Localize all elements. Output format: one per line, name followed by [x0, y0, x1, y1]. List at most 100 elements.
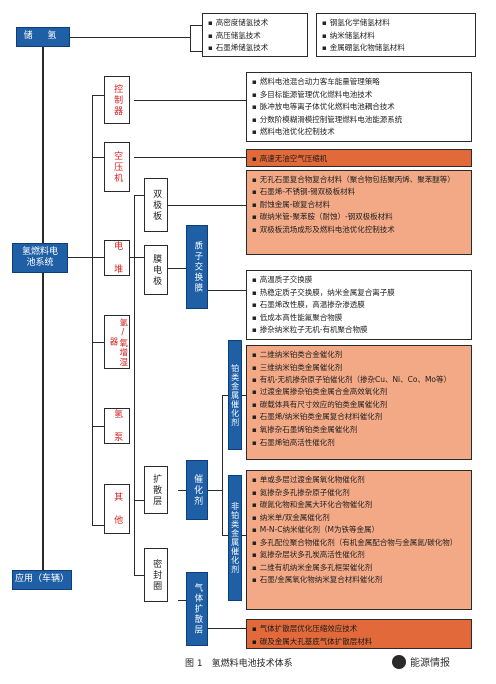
list-item: 三维纳米铂类金属催化剂	[252, 362, 466, 375]
list-item: 高温质子交换膜	[252, 274, 466, 287]
connector	[92, 95, 104, 96]
connector	[168, 268, 186, 269]
connector	[222, 395, 228, 396]
gasket-node: 密封圈	[144, 548, 168, 602]
controller-list: 燃料电池混合动力客车能量管理策略 多目标能源管理优化燃料电池技术 脉冲放电等离子…	[246, 72, 472, 142]
connector	[242, 535, 246, 536]
list-item: 低成本高性能氟聚合物膜	[252, 312, 466, 325]
connector	[134, 575, 144, 576]
list-item: 二维纳米铂类合金催化剂	[252, 349, 466, 362]
gas-diffusion-layer-list: 气体扩散层优化压缩效应技术 碳及金属大孔基底气体扩散层材料	[246, 619, 472, 649]
list-item: 氮掺杂层状多孔炭高活性催化剂	[252, 549, 466, 562]
list-item: 石墨烯/纳米铂类金属复合材料催化剂	[252, 411, 466, 424]
wechat-icon	[392, 654, 406, 669]
list-item: 燃料电池优化控制技术	[252, 126, 466, 139]
non-platinum-catalyst-list: 单或多层过渡金属氧化物催化剂 氮掺杂多孔掺杂原子催化剂 碳氮化物和金属大环化合物…	[246, 470, 472, 610]
list-item: 石墨烯储氢技术	[208, 42, 302, 55]
list-item: 纳米储氢材料	[322, 30, 470, 43]
list-item: 石墨烯铂高活性催化剂	[252, 437, 466, 450]
bipolar-plate-list: 无孔石墨复合物复合材料（聚合物包括聚丙烯、聚苯醚等） 石墨烯-不锈钢-锡双极板材…	[246, 170, 472, 255]
stack-node: 电 堆	[104, 240, 130, 276]
platinum-catalyst-node: 铂类金属催化剂	[228, 340, 242, 450]
connector	[42, 47, 44, 580]
controller-node: 控制器	[104, 76, 130, 124]
other-node: 其 他	[104, 484, 130, 534]
list-item: 单或多层过渡金属氧化物催化剂	[252, 474, 466, 487]
list-item: 氮掺杂多孔掺杂原子催化剂	[252, 487, 466, 500]
connector	[134, 500, 144, 501]
list-item: 碳纳米管-聚苯胺（耐蚀）-钢双极板材料	[252, 211, 466, 224]
compressor-node: 空压机	[104, 142, 130, 192]
connector	[178, 490, 186, 491]
storage-techniques-list: 高密度储氢技术 高压储氢技术 石墨烯储氢技术	[202, 13, 308, 57]
list-item: 双极板流场成形及燃料电池优化控制技术	[252, 224, 466, 237]
mea-node: 膜电极	[144, 245, 168, 295]
list-item: 高压储氢技术	[208, 30, 302, 43]
humidifier-node: 氢/氧增湿器	[104, 315, 130, 369]
connector	[168, 205, 246, 206]
membrane-list: 高温质子交换膜 热稳定质子交换膜，纳米金属复合离子膜 石墨烯改性膜，高温掺杂渗透…	[246, 270, 472, 340]
connector	[92, 95, 93, 525]
connector	[92, 525, 104, 526]
connector	[134, 157, 246, 158]
application-node: 应用（车辆）	[12, 570, 72, 590]
list-item: 石墨/金属氧化物纳米复合材料催化剂	[252, 574, 466, 587]
list-item: 无孔石墨复合物复合材料（聚合物包括聚丙烯、聚苯醚等）	[252, 174, 466, 186]
root-node: 氢燃料电池系统	[12, 243, 68, 273]
figure-caption: 图 1 氢燃料电池技术体系	[185, 659, 293, 669]
list-item: 碳载体具有尺寸效应的铂类金属催化剂	[252, 399, 466, 412]
connector	[242, 395, 246, 396]
list-item: 掺杂纳米粒子无机-有机聚合物膜	[252, 324, 466, 337]
list-item: 钢氢化学储氢材料	[322, 17, 470, 30]
connector	[190, 51, 202, 52]
list-item: 纳米单/双金属催化剂	[252, 512, 466, 525]
catalyst-node: 催化剂	[186, 460, 208, 520]
connector	[68, 257, 92, 258]
watermark-text: 能源情报	[410, 658, 450, 669]
connector	[92, 257, 104, 258]
gas-diffusion-layer-node: 气体扩散层	[186, 572, 208, 646]
list-item: M-N-C纳米催化剂（M为铁等金属）	[252, 524, 466, 537]
list-item: 脉冲放电等离子体优化燃料电池耦合技术	[252, 101, 466, 114]
list-item: 燃料电池混合动力客车能量管理策略	[252, 76, 466, 89]
connector	[178, 600, 186, 601]
list-item: 石墨烯改性膜，高温掺杂渗透膜	[252, 299, 466, 312]
list-item: 碳及金属大孔基底气体扩散层材料	[252, 636, 466, 649]
compressor-list: 高速无油空气压缩机	[246, 149, 472, 167]
list-item: 二维有机纳米金属多孔框架催化剂	[252, 562, 466, 575]
connector	[190, 25, 191, 51]
diffusion-layer-node: 扩散层	[144, 466, 168, 514]
list-item: 氧掺杂石墨烯铂类金属催化剂	[252, 424, 466, 437]
connector	[190, 25, 202, 26]
connector	[92, 157, 104, 158]
list-item: 多孔配位聚合物催化剂（有机金属配合物与金属氮/碳化物）	[252, 537, 466, 549]
connector	[92, 342, 104, 343]
connector	[222, 395, 223, 535]
platinum-catalyst-list: 二维纳米铂类合金催化剂 三维纳米铂类金属催化剂 有机-无机掺杂原子铂催化剂（掺杂…	[246, 345, 472, 460]
list-item: 碳氮化物和金属大环化合物催化剂	[252, 499, 466, 512]
membrane-node: 质子交换膜	[186, 225, 208, 309]
list-item: 石墨烯-不锈钢-锡双极板材料	[252, 186, 466, 199]
connector	[208, 490, 222, 491]
list-item: 过渡金属掺杂铂类金属合金高效氧化剂	[252, 386, 466, 399]
connector	[208, 290, 246, 291]
connector	[208, 628, 246, 629]
list-item: 高速无油空气压缩机	[252, 153, 466, 166]
connector	[130, 257, 144, 258]
storage-materials-list: 钢氢化学储氢材料 纳米储氢材料 金属硼氢化物储氢材料	[316, 13, 476, 57]
list-item: 热稳定质子交换膜，纳米金属复合离子膜	[252, 287, 466, 300]
connector	[134, 195, 135, 575]
list-item: 金属硼氢化物储氢材料	[322, 42, 470, 55]
list-item: 多目标能源管理优化燃料电池技术	[252, 89, 466, 102]
connector	[92, 426, 104, 427]
list-item: 耐蚀金属-碳复合材料	[252, 199, 466, 212]
non-platinum-catalyst-node: 非铂类金属催化剂	[228, 475, 242, 601]
storage-node: 储 氢	[16, 27, 70, 47]
hydrogen-pump-node: 氢 泵	[104, 408, 130, 444]
list-item: 有机-无机掺杂原子铂催化剂（掺杂Cu、Ni、Co、Mo等）	[252, 374, 466, 386]
connector	[134, 100, 246, 101]
list-item: 高密度储氢技术	[208, 17, 302, 30]
list-item: 分数阶模糊滑模控制管理燃料电池能源系统	[252, 114, 466, 127]
watermark: 能源情报	[392, 654, 450, 669]
bipolar-plate-node: 双极板	[144, 178, 168, 232]
